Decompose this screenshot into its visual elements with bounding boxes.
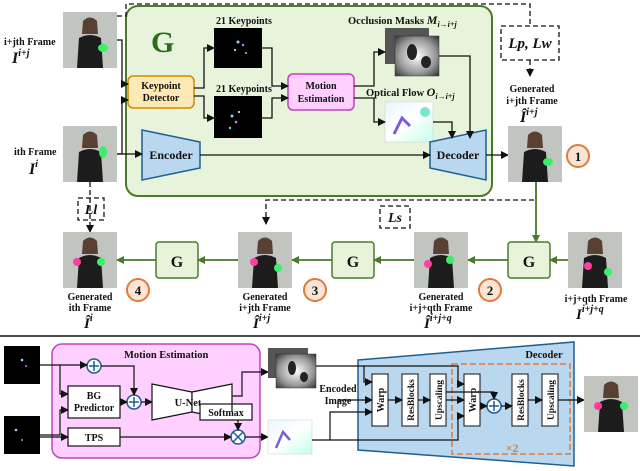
softmax-label: Softmax	[208, 408, 244, 419]
step-circle-3	[303, 278, 327, 302]
gen-ij-line2: i+jth Frame	[239, 303, 291, 314]
occlusion-mask-label: Occlusion Masks Mi→i+j	[348, 13, 457, 29]
step-circle-4	[126, 278, 150, 302]
keypoints-mid-image	[214, 96, 262, 138]
resblocks2-label: ResBlocks	[517, 379, 527, 421]
decoder-label: Decoder	[437, 148, 480, 162]
detail-keypoints-top	[4, 346, 40, 384]
tps-label: TPS	[85, 433, 104, 444]
gen-ijq-math: Îi+j+q	[423, 313, 452, 332]
generated-frame-ij-top	[508, 126, 562, 182]
step-circle-2-label: 2	[487, 283, 494, 298]
input-frame-ij	[63, 12, 117, 68]
input-frame-i	[63, 126, 117, 182]
generated-top-line1: Generated	[510, 84, 555, 95]
gen-ij-line1: Generated	[243, 292, 288, 303]
step-circle-2	[478, 278, 502, 302]
warp1-label: Warp	[376, 387, 387, 412]
resblocks1-label: ResBlocks	[407, 379, 417, 421]
input-i-label: ith Frame	[14, 147, 57, 158]
detail-decoder-label: Decoder	[525, 350, 563, 361]
detail-keypoints-bottom	[4, 416, 40, 454]
generated-frame-ij	[238, 232, 292, 288]
upscaling2-label: Upscaling	[547, 380, 557, 420]
loss-s-box	[379, 205, 411, 229]
keypoints-top-label: 21 Keypoints	[216, 16, 272, 27]
bg-predictor-line2: Predictor	[74, 403, 115, 414]
motion-estimation-box	[287, 73, 355, 111]
detail-output-frame	[584, 376, 638, 432]
generated-top-line2: i+jth Frame	[506, 96, 558, 107]
gen-ijq-line2: i+j+qth Frame	[410, 303, 473, 314]
unet-label: U-Net	[175, 398, 202, 409]
optical-flow-label: Optical Flow Oi→i+j	[366, 85, 455, 101]
repeat-x2-box	[451, 363, 571, 455]
input-ijq-math: Ii+j+q	[575, 304, 604, 323]
keypoints-mid-label: 21 Keypoints	[216, 84, 272, 95]
gen-ijq-line1: Generated	[419, 292, 464, 303]
encoder-block	[141, 129, 201, 181]
step-circle-1	[566, 144, 590, 168]
encoded-image-line1: Encoded	[319, 384, 357, 395]
generated-frame-i	[63, 232, 117, 288]
gen-ij-math: Îi+j	[252, 313, 270, 332]
generated-frame-ijq	[414, 232, 468, 288]
motion-estimation-line2: Estimation	[298, 94, 345, 105]
input-ij-math: Ii+j	[11, 48, 30, 67]
detail-motion-estimation-label: Motion Estimation	[124, 350, 208, 361]
warp2-label: Warp	[468, 387, 479, 412]
upscaling1-label: Upscaling	[435, 380, 445, 420]
step-circle-3-label: 3	[312, 283, 319, 298]
input-i-math: Ii	[28, 159, 38, 178]
input-ijq-label: i+j+qth Frame	[565, 294, 628, 305]
g-block-1-label: G	[171, 254, 184, 271]
g-block-2-label: G	[347, 254, 360, 271]
loss-s-label: Ls	[387, 211, 403, 226]
gen-i-line1: Generated	[68, 292, 113, 303]
occlusion-mask-image-front	[394, 35, 440, 77]
keypoints-top-image	[214, 28, 262, 68]
detail-mask-front	[275, 353, 317, 389]
loss-l-label: Ll	[84, 203, 98, 218]
gen-i-line2: ith Frame	[69, 303, 112, 314]
step-circle-1-label: 1	[575, 149, 582, 164]
keypoint-detector-line2: Detector	[143, 93, 180, 104]
generated-top-math: Îi+j	[519, 107, 538, 126]
generator-label: G	[151, 26, 174, 59]
detail-flow-image	[267, 419, 313, 455]
input-frame-ijq	[568, 232, 622, 288]
gen-i-math: Îi	[83, 313, 93, 332]
input-ij-label: i+jth Frame	[4, 37, 56, 48]
g-block-3-label: G	[523, 254, 536, 271]
encoder-label: Encoder	[149, 148, 193, 162]
motion-estimation-line1: Motion	[305, 81, 337, 92]
keypoint-detector-line1: Keypoint	[141, 81, 181, 92]
bg-predictor-line1: BG	[87, 391, 102, 402]
loss-l-box	[77, 197, 105, 221]
loss-pw-label: Lp, Lw	[507, 36, 552, 52]
keypoint-detector-box	[127, 75, 195, 109]
repeat-x2-label: ×2	[506, 441, 519, 455]
softmax-box	[199, 403, 253, 421]
step-circle-4-label: 4	[135, 283, 142, 298]
